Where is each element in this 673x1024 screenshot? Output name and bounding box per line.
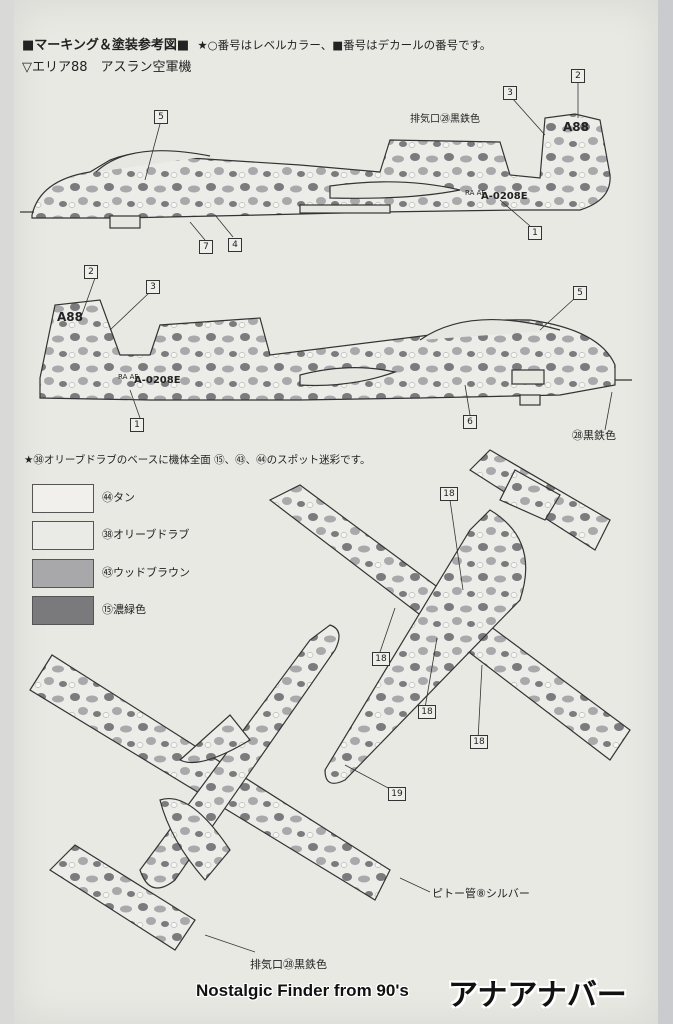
header-note: ★○番号はレベルカラー、■番号はデカールの番号です。 bbox=[197, 38, 492, 52]
callout-19: 19 bbox=[388, 787, 406, 801]
tail-code-top: A88 bbox=[563, 120, 589, 134]
watermark-logo: アナアナバー bbox=[448, 970, 627, 1014]
callout-3-bottom: 3 bbox=[146, 280, 160, 294]
plan-view-top-aircraft bbox=[268, 449, 631, 784]
callout-7-top: 7 bbox=[199, 240, 213, 254]
callout-5-top: 5 bbox=[154, 110, 168, 124]
swatch-dark-green bbox=[32, 596, 94, 625]
watermark-logo-part-1: アナ bbox=[448, 978, 508, 1013]
callout-6-bottom: 6 bbox=[463, 415, 477, 429]
callout-18-c: 18 bbox=[418, 705, 436, 719]
callout-4-top: 4 bbox=[228, 238, 242, 252]
callout-1-bottom: 1 bbox=[130, 418, 144, 432]
swatch-tan-label: ㊹タン bbox=[102, 491, 135, 504]
header: ■マーキング＆塗装参考図■ ★○番号はレベルカラー、■番号はデカールの番号です。 bbox=[22, 34, 491, 53]
watermark-logo-part-2: アナ bbox=[507, 978, 567, 1013]
watermark-logo-part-3: バー bbox=[566, 978, 627, 1013]
swatch-wood-brown-label: ㊸ウッドブラウン bbox=[102, 566, 190, 579]
callout-1-top: 1 bbox=[528, 226, 542, 240]
callout-18-b: 18 bbox=[372, 652, 390, 666]
tail-code-bottom: A88 bbox=[57, 310, 83, 324]
binding-edge-right bbox=[658, 0, 673, 1024]
exhaust-label-bottom: 排気口㉘黒鉄色 bbox=[250, 958, 327, 971]
callout-2-top: 2 bbox=[571, 69, 585, 83]
exhaust-label-top: 排気口㉘黒鉄色 bbox=[410, 114, 480, 125]
serial-bottom: A-0208E bbox=[134, 375, 181, 386]
aircraft-subtitle: ▽エリア88 アスラン空軍機 bbox=[22, 60, 192, 75]
swatch-wood-brown bbox=[32, 559, 94, 588]
plan-view-bottom-aircraft bbox=[29, 624, 391, 951]
roundel-top: RA AF bbox=[465, 189, 486, 197]
callout-3-top: 3 bbox=[503, 86, 517, 100]
leader-lines bbox=[79, 80, 613, 953]
callout-18-a: 18 bbox=[440, 487, 458, 501]
swatch-tan bbox=[32, 484, 94, 513]
pitot-label: ピトー管⑧シルバー bbox=[432, 887, 530, 900]
swatch-olive-drab-label: ㊳オリーブドラブ bbox=[102, 528, 190, 541]
camo-note: ★㊳オリーブドラブのベースに機体全面 ⑮、㊸、㊹のスポット迷彩です。 bbox=[24, 454, 371, 466]
swatch-dark-green-label: ⑮濃緑色 bbox=[102, 603, 146, 616]
swatch-olive-drab bbox=[32, 521, 94, 550]
binding-edge-left bbox=[0, 0, 14, 1024]
roundel-bottom: RA AF bbox=[118, 373, 139, 381]
side-view-bottom-aircraft bbox=[39, 299, 632, 406]
callout-2-bottom: 2 bbox=[84, 265, 98, 279]
callout-5-bottom: 5 bbox=[573, 286, 587, 300]
side-view-top-aircraft bbox=[20, 113, 611, 229]
header-title: ■マーキング＆塗装参考図■ bbox=[22, 38, 190, 53]
watermark-text: Nostalgic Finder from 90's bbox=[196, 981, 409, 1000]
serial-top: A-0208E bbox=[481, 191, 528, 202]
callout-18-d: 18 bbox=[470, 735, 488, 749]
gun-label: ㉘黒鉄色 bbox=[572, 429, 616, 442]
